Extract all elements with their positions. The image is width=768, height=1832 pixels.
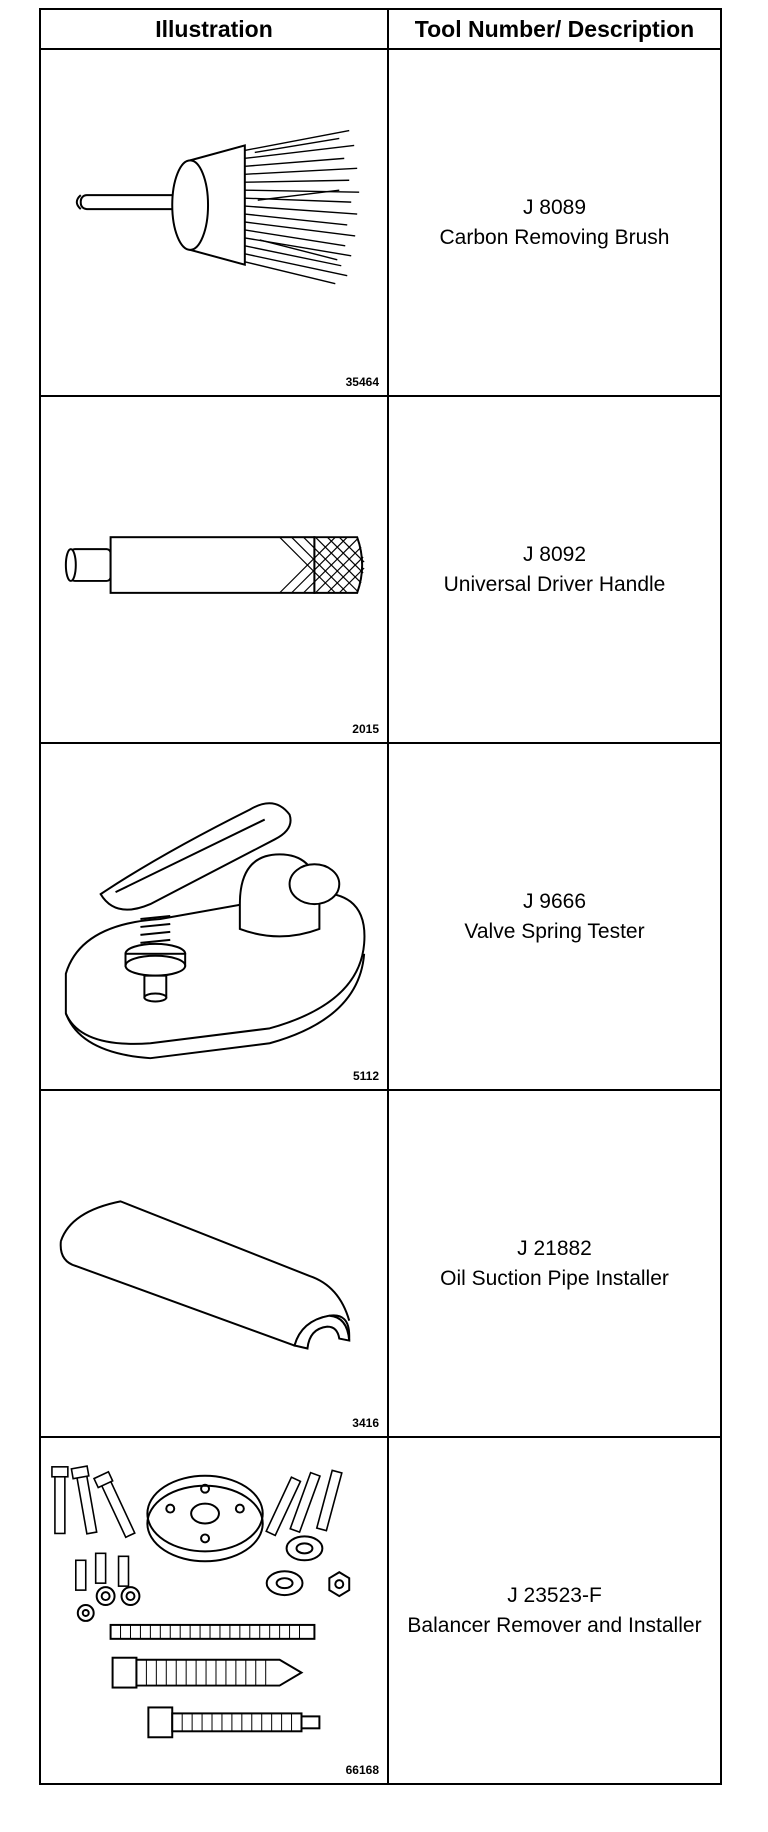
- figure-number: 3416: [352, 1416, 379, 1430]
- description-cell: J 23523-F Balancer Remover and Installer: [387, 1436, 722, 1785]
- illustration-cell: 2015: [39, 395, 389, 744]
- spring-tester-icon: [64, 802, 366, 1060]
- table-header-row: Illustration Tool Number/ Description: [39, 8, 722, 50]
- carbon-brush-icon: [75, 129, 360, 285]
- description-cell: J 8089 Carbon Removing Brush: [387, 48, 722, 397]
- tool-description: Universal Driver Handle: [443, 572, 666, 596]
- illustration-cell: 3416: [39, 1089, 389, 1438]
- tool-number: J 21882: [517, 1236, 592, 1260]
- table-row: 5112 J 9666 Valve Spring Tester: [39, 742, 722, 1091]
- tool-number: J 8089: [522, 195, 587, 219]
- illustration-cell: 66168: [39, 1436, 389, 1785]
- table-row: 66168 J 23523-F Balancer Remover and Ins…: [39, 1436, 722, 1785]
- column-header-tool-description: Tool Number/ Description: [387, 8, 722, 50]
- special-tools-table: Illustration Tool Number/ Description: [39, 8, 722, 1785]
- driver-handle-icon: [64, 536, 365, 594]
- pipe-installer-icon: [59, 1200, 351, 1350]
- tool-description: Balancer Remover and Installer: [407, 1613, 702, 1637]
- tool-number: J 9666: [522, 889, 587, 913]
- figure-number: 66168: [345, 1763, 379, 1777]
- table-row: 3416 J 21882 Oil Suction Pipe Installer: [39, 1089, 722, 1438]
- balancer-kit-icon: [51, 1465, 351, 1739]
- tool-number: J 8092: [522, 542, 587, 566]
- table-row: 35464 J 8089 Carbon Removing Brush: [39, 48, 722, 397]
- figure-number: 35464: [345, 375, 379, 389]
- figure-number: 2015: [352, 722, 379, 736]
- description-cell: J 8092 Universal Driver Handle: [387, 395, 722, 744]
- table-row: 2015 J 8092 Universal Driver Handle: [39, 395, 722, 744]
- illustration-cell: 35464: [39, 48, 389, 397]
- illustration-cell: 5112: [39, 742, 389, 1091]
- column-header-illustration: Illustration: [39, 8, 389, 50]
- tool-description: Oil Suction Pipe Installer: [440, 1266, 669, 1290]
- description-cell: J 9666 Valve Spring Tester: [387, 742, 722, 1091]
- figure-number: 5112: [352, 1069, 379, 1083]
- tool-number: J 23523-F: [507, 1583, 602, 1607]
- description-cell: J 21882 Oil Suction Pipe Installer: [387, 1089, 722, 1438]
- tool-description: Valve Spring Tester: [464, 919, 645, 943]
- tool-description: Carbon Removing Brush: [439, 225, 670, 249]
